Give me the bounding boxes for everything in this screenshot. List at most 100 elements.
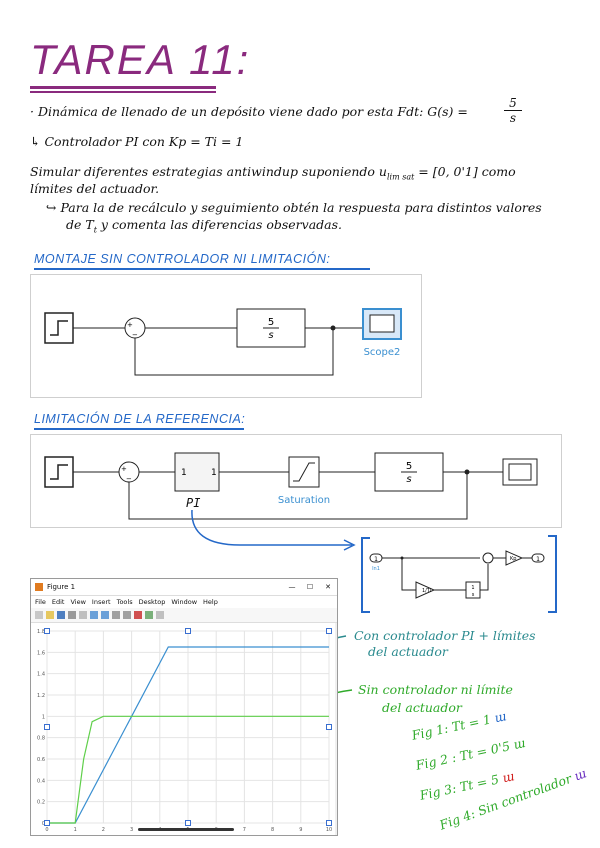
- maximize-button[interactable]: ☐: [306, 583, 314, 591]
- pi-subsystem-svg: 1 In1 1/Ti 1 s Kp 1: [369, 550, 545, 599]
- y-tick-label: 0.6: [37, 757, 45, 763]
- section1-diagram: + − 5 s Scope2: [30, 274, 422, 398]
- zoom-in-icon[interactable]: [90, 611, 98, 619]
- pi-in-port: 1: [181, 468, 187, 478]
- menu-window[interactable]: Window: [171, 598, 198, 606]
- section1-block-diagram: + − 5 s Scope2: [44, 308, 402, 376]
- minimize-button[interactable]: —: [288, 583, 296, 591]
- selection-handle: [44, 628, 50, 634]
- saturation-icon: [293, 462, 315, 482]
- section2-diagram: + − 1 1 Saturation 5 s: [30, 434, 562, 528]
- integrator-num: 1: [471, 585, 474, 591]
- intro-tf: 5 s: [504, 96, 522, 125]
- annotation-blue-2: del actuador: [368, 644, 448, 659]
- open-icon[interactable]: [46, 611, 54, 619]
- figure-plot-area[interactable]: 0123456789101.81.61.41.210.80.60.40.20: [31, 623, 335, 835]
- menu-insert[interactable]: Insert: [91, 598, 111, 606]
- sum-minus: −: [126, 475, 132, 483]
- step-block[interactable]: [44, 312, 74, 344]
- tf-den: s: [268, 330, 273, 341]
- intro-tf-den: s: [504, 110, 522, 125]
- section1-underline: [34, 268, 370, 270]
- kp-label: Kp: [510, 556, 516, 562]
- pi-out-port: 1: [211, 468, 217, 478]
- x-tick-label: 7: [243, 827, 246, 833]
- pan-icon[interactable]: [112, 611, 120, 619]
- pi-subsystem-block[interactable]: [174, 452, 220, 492]
- legend-icon[interactable]: [156, 611, 164, 619]
- menu-view[interactable]: View: [70, 598, 86, 606]
- selection-handle: [326, 820, 332, 826]
- sum-minus: −: [132, 331, 138, 339]
- data-cursor-icon[interactable]: [134, 611, 142, 619]
- scope-icon: [369, 314, 395, 333]
- pi-arrow: [191, 509, 352, 546]
- pi-subsystem-diagram: 1 In1 1/Ti 1 s Kp 1: [368, 540, 548, 610]
- gain-block[interactable]: [415, 581, 436, 599]
- intro-line-5: ↪ Para la de recálculo y seguimiento obt…: [46, 200, 542, 215]
- save-icon[interactable]: [57, 611, 65, 619]
- intro-text-6: de T: [66, 217, 94, 232]
- scope2-label: Scope2: [364, 347, 401, 358]
- intro-text-3: Simular diferentes estrategias antiwindu…: [30, 164, 387, 179]
- out-port-number: 1: [536, 556, 540, 563]
- close-button[interactable]: ✕: [325, 583, 331, 591]
- y-tick-label: 0.2: [37, 800, 45, 806]
- rotate-icon[interactable]: [123, 611, 131, 619]
- intro-sub-6: t: [93, 225, 97, 235]
- intro-text-6b: y comenta las diferencias observadas.: [96, 217, 343, 232]
- sum-block[interactable]: [482, 552, 494, 564]
- intro-line-1: · Dinámica de llenado de un depósito vie…: [30, 104, 468, 119]
- tf-num: 5: [268, 317, 274, 328]
- y-tick-label: 1: [42, 714, 45, 720]
- gain-label: 1/Ti: [422, 588, 431, 594]
- selection-handle: [44, 724, 50, 730]
- selection-handle: [44, 820, 50, 826]
- subsystem-bracket-left: [361, 537, 370, 613]
- tf-num: 5: [406, 461, 412, 472]
- kp-gain-block[interactable]: [505, 550, 524, 566]
- x-tick-label: 10: [326, 827, 332, 833]
- y-tick-label: 1.6: [37, 650, 45, 656]
- intro-sub-3: lim sat: [386, 172, 415, 182]
- x-tick-label: 0: [45, 827, 48, 833]
- edit-plot-icon[interactable]: [79, 611, 87, 619]
- feedback-line: [128, 472, 468, 520]
- intro-line-6: de Tt y comenta las diferencias observad…: [66, 217, 342, 235]
- menu-tools[interactable]: Tools: [116, 598, 133, 606]
- figure-window: Figure 1 — ☐ ✕ File Edit View Insert Too…: [30, 578, 338, 836]
- integrator-den: s: [472, 592, 475, 598]
- annotation-green-1: Sin controlador ni límite: [358, 682, 513, 697]
- zoom-out-icon[interactable]: [101, 611, 109, 619]
- y-tick-label: 0.4: [37, 778, 45, 784]
- x-tick-label: 9: [299, 827, 302, 833]
- menu-file[interactable]: File: [35, 598, 46, 606]
- menu-desktop[interactable]: Desktop: [138, 598, 166, 606]
- intro-text-3b: = [0, 0'1] como: [414, 164, 516, 179]
- in-port-label: In1: [372, 566, 380, 572]
- print-icon[interactable]: [68, 611, 76, 619]
- intro-line-4: límites del actuador.: [30, 181, 160, 196]
- sum-plus: +: [121, 465, 127, 473]
- annotation-blue-1: Con controlador PI + límites: [354, 628, 536, 643]
- menu-help[interactable]: Help: [203, 598, 218, 606]
- scroll-indicator: [138, 828, 234, 831]
- out-port[interactable]: [531, 553, 545, 563]
- title-underline-2: [30, 91, 216, 93]
- figure-title: Figure 1: [47, 583, 76, 591]
- selection-handle: [185, 628, 191, 634]
- x-tick-label: 8: [271, 827, 274, 833]
- section1-heading: MONTAJE SIN CONTROLADOR NI LIMITACIÓN:: [34, 252, 331, 266]
- feedback-line: [134, 328, 334, 376]
- section2-heading: LIMITACIÓN DE LA REFERENCIA:: [34, 412, 246, 426]
- signal-line: [480, 564, 489, 591]
- x-tick-label: 2: [102, 827, 105, 833]
- menu-edit[interactable]: Edit: [51, 598, 65, 606]
- new-figure-icon[interactable]: [35, 611, 43, 619]
- subsystem-bracket-right: [548, 535, 557, 613]
- figure-menubar: File Edit View Insert Tools Desktop Wind…: [31, 596, 337, 608]
- selection-handle: [326, 628, 332, 634]
- brush-icon[interactable]: [145, 611, 153, 619]
- arrow-head-icon: [343, 539, 356, 551]
- pi-label: PI: [186, 496, 201, 510]
